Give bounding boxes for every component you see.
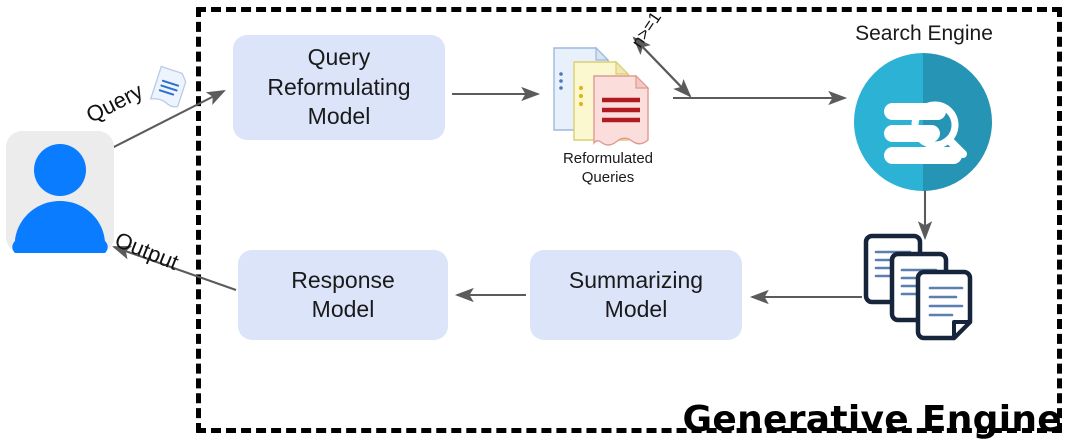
generative-engine-boundary: [196, 7, 1062, 433]
document-stack-icon-reformulated-queries: [553, 46, 650, 146]
user-avatar-icon: [6, 131, 114, 253]
box-query-reformulating-model-label: Query Reformulating Model: [267, 44, 411, 130]
generative-engine-title: Generative Engine: [682, 399, 1062, 440]
box-response-model-label: Response Model: [291, 266, 395, 322]
document-icon: [149, 65, 187, 108]
box-summarizing-model-label: Summarizing Model: [568, 266, 704, 322]
box-summarizing-model[interactable]: Summarizing Model: [530, 250, 742, 340]
label-reformulated-queries: Reformulated Queries: [562, 150, 654, 186]
edge-label-output: Output: [111, 226, 183, 275]
box-query-reformulating-model[interactable]: Query Reformulating Model: [233, 35, 445, 140]
box-response-model[interactable]: Response Model: [238, 250, 448, 340]
label-search-engine: Search Engine: [855, 22, 993, 45]
search-engine-icon: [854, 53, 992, 191]
document-stack-icon-retrieved-documents: [863, 233, 973, 341]
edge-label-query: Query: [82, 78, 147, 128]
